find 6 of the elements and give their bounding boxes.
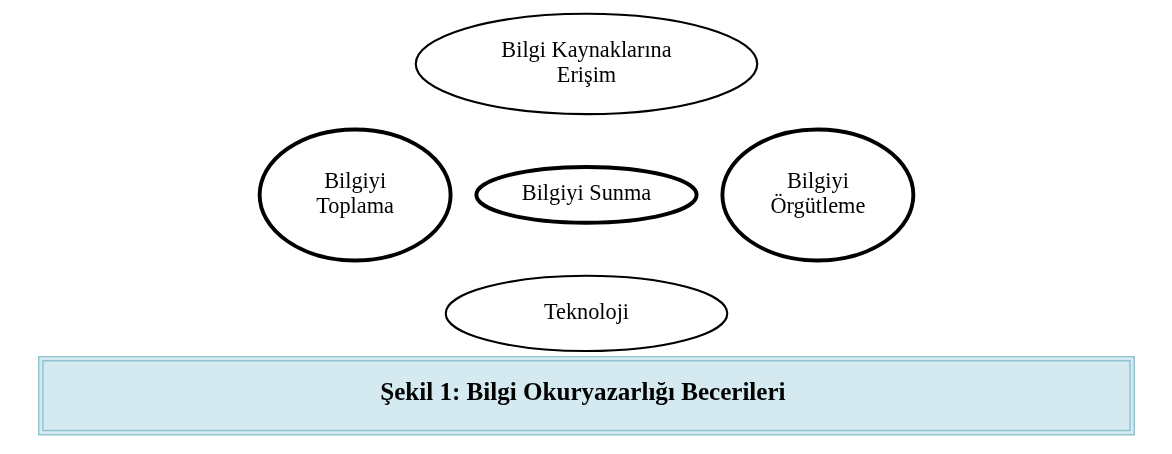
caption: Şekil 1: Bilgi Okuryazarlığı Becerileri [379,378,786,406]
node-ellipse: Teknoloji [444,274,728,353]
node-ellipse: Bilgiyi Toplama [257,127,453,263]
node-ellipse: Bilgiyi Sunma [473,165,699,225]
node-ellipse: Bilgiyi Örgütleme [719,127,915,263]
node-ellipse: Bilgi Kaynaklarına Erişim [414,12,758,116]
